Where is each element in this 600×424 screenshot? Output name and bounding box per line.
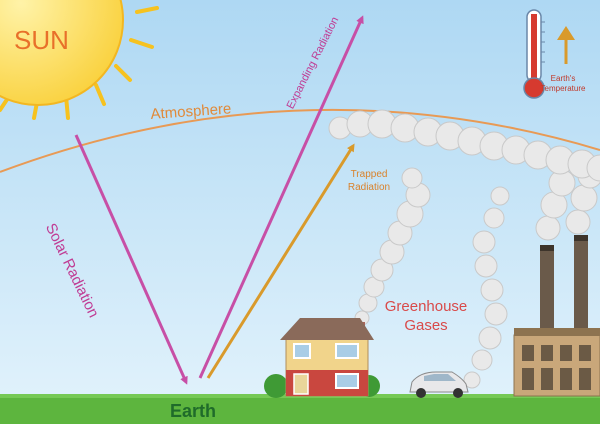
atmosphere-line [0,108,600,173]
factory [513,235,600,397]
greenhouse-gases-label: Greenhouse Gases [384,298,468,334]
thermometer-icon [523,9,545,99]
earth-label: Earth [170,401,217,421]
sun-label: SUN [14,25,69,55]
temperature-rise-arrow-icon [557,26,575,64]
greenhouse-gas-smoke [328,109,600,389]
trapped-radiation-arrow [206,143,355,379]
solar-radiation-arrow [74,134,188,385]
expanding-radiation-arrow [198,15,364,379]
earths-temperature-label: Earth's Temperature [540,74,586,93]
house [264,318,380,398]
trapped-radiation-label: Trapped Radiation [347,169,391,193]
car [409,371,469,398]
ground [0,394,600,424]
sun [0,0,159,120]
